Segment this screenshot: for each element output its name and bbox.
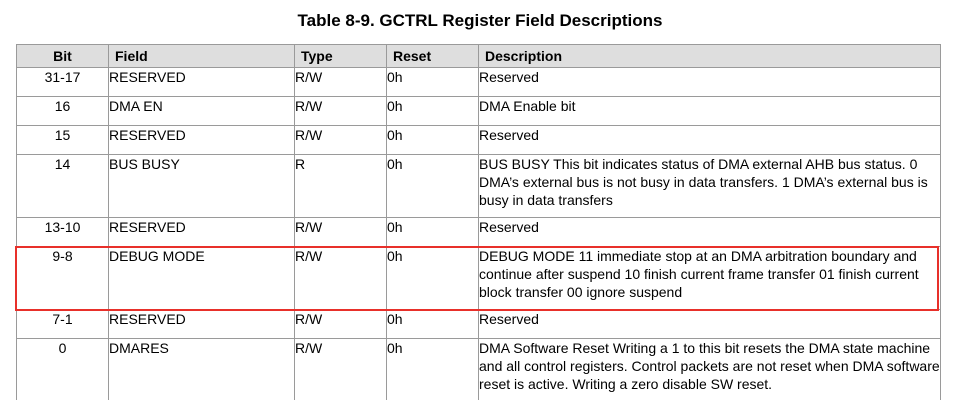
cell-bit: 13-10 — [16, 217, 109, 247]
register-field-table: Bit Field Type Reset Description 31-17 R… — [16, 44, 941, 400]
cell-description: Reserved — [478, 217, 941, 247]
cell-type: R/W — [294, 217, 387, 247]
cell-description: Reserved — [478, 125, 941, 155]
cell-field: RESERVED — [108, 125, 295, 155]
column-header-field: Field — [108, 44, 295, 68]
cell-reset: 0h — [386, 246, 479, 310]
cell-reset: 0h — [386, 125, 479, 155]
table-row: 15 RESERVED R/W 0h Reserved — [16, 125, 941, 155]
table-row: 7-1 RESERVED R/W 0h Reserved — [16, 309, 941, 339]
column-header-type: Type — [294, 44, 387, 68]
cell-field: RESERVED — [108, 309, 295, 339]
cell-bit: 15 — [16, 125, 109, 155]
cell-description: DMA Software Reset Writing a 1 to this b… — [478, 338, 941, 400]
cell-type: R/W — [294, 96, 387, 126]
table-row-highlighted: 9-8 DEBUG MODE R/W 0h DEBUG MODE 11 imme… — [16, 246, 941, 310]
table-row: 13-10 RESERVED R/W 0h Reserved — [16, 217, 941, 247]
column-header-reset: Reset — [386, 44, 479, 68]
cell-bit: 9-8 — [16, 246, 109, 310]
cell-reset: 0h — [386, 338, 479, 400]
cell-field: BUS BUSY — [108, 154, 295, 218]
column-header-description: Description — [478, 44, 941, 68]
table-header-row: Bit Field Type Reset Description — [16, 44, 941, 68]
cell-type: R/W — [294, 338, 387, 400]
table-row: 31-17 RESERVED R/W 0h Reserved — [16, 67, 941, 97]
cell-reset: 0h — [386, 154, 479, 218]
cell-bit: 14 — [16, 154, 109, 218]
cell-description: Reserved — [478, 67, 941, 97]
cell-reset: 0h — [386, 96, 479, 126]
table-row: 0 DMARES R/W 0h DMA Software Reset Writi… — [16, 338, 941, 400]
cell-description: BUS BUSY This bit indicates status of DM… — [478, 154, 941, 218]
table-title: Table 8-9. GCTRL Register Field Descript… — [297, 11, 663, 30]
table-row: 14 BUS BUSY R 0h BUS BUSY This bit indic… — [16, 154, 941, 218]
column-header-bit: Bit — [16, 44, 109, 68]
cell-type: R/W — [294, 67, 387, 97]
cell-bit: 16 — [16, 96, 109, 126]
cell-field: DMA EN — [108, 96, 295, 126]
cell-field: RESERVED — [108, 217, 295, 247]
cell-type: R — [294, 154, 387, 218]
cell-field: RESERVED — [108, 67, 295, 97]
cell-type: R/W — [294, 246, 387, 310]
cell-reset: 0h — [386, 309, 479, 339]
cell-description: DMA Enable bit — [478, 96, 941, 126]
cell-reset: 0h — [386, 217, 479, 247]
cell-field: DMARES — [108, 338, 295, 400]
table-row: 16 DMA EN R/W 0h DMA Enable bit — [16, 96, 941, 126]
cell-field: DEBUG MODE — [108, 246, 295, 310]
cell-bit: 7-1 — [16, 309, 109, 339]
cell-type: R/W — [294, 125, 387, 155]
cell-description: Reserved — [478, 309, 941, 339]
cell-description: DEBUG MODE 11 immediate stop at an DMA a… — [478, 246, 941, 310]
cell-bit: 31-17 — [16, 67, 109, 97]
cell-reset: 0h — [386, 67, 479, 97]
cell-type: R/W — [294, 309, 387, 339]
cell-bit: 0 — [16, 338, 109, 400]
